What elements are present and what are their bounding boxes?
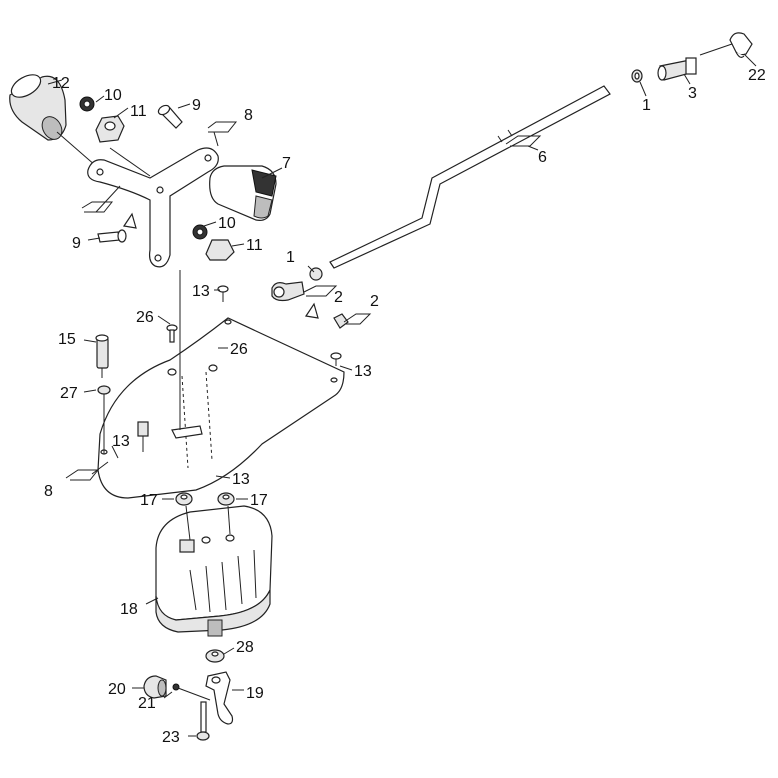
part-6-rod — [329, 85, 611, 269]
part-27-washer — [97, 385, 111, 454]
part-1-nut-upper — [631, 69, 643, 83]
part-19-bracket — [205, 671, 234, 725]
callout-2-upper: 2 — [334, 289, 343, 306]
callout-12: 12 — [52, 75, 70, 92]
part-23-screw — [196, 701, 210, 741]
callout-11-lower: 11 — [246, 237, 263, 254]
callout-21: 21 — [138, 695, 156, 712]
part-2-ball-joint — [271, 281, 349, 329]
callout-19: 19 — [246, 685, 264, 702]
part-22-pin — [699, 32, 753, 58]
callout-23: 23 — [162, 729, 180, 746]
part-3-clevis — [657, 57, 697, 81]
part-17-nut-right — [217, 492, 235, 506]
part-7-pedal-pad — [209, 165, 277, 221]
callout-15: 15 — [58, 331, 76, 348]
part-13-screw-top — [217, 285, 229, 302]
part-9-bolt-lower — [97, 229, 127, 243]
callout-10-lower: 10 — [218, 215, 236, 232]
part-21-spring — [172, 683, 211, 701]
callout-2-lower: 2 — [370, 293, 379, 310]
callout-20: 20 — [108, 681, 126, 698]
callout-1-upper: 1 — [642, 97, 651, 114]
callout-22: 22 — [748, 67, 766, 84]
callout-7: 7 — [282, 155, 291, 172]
part-13-screw-right — [330, 352, 342, 366]
part-15-stud — [95, 334, 109, 378]
callout-17-right: 17 — [250, 492, 268, 509]
triangle-marker — [304, 302, 319, 319]
callout-26-left: 26 — [136, 309, 154, 326]
part-11-block-lower — [205, 239, 235, 261]
callout-17-left: 17 — [140, 492, 158, 509]
part-11-block-upper — [95, 115, 125, 143]
callout-18: 18 — [120, 601, 138, 618]
callout-8-lower: 8 — [44, 483, 53, 500]
callout-10-upper: 10 — [104, 87, 122, 104]
callout-9-upper: 9 — [192, 97, 201, 114]
callout-26-right: 26 — [230, 341, 248, 358]
part-9-bolt-upper — [157, 104, 183, 129]
callout-8-upper: 8 — [244, 107, 253, 124]
part-26-screw-left — [166, 324, 178, 343]
leader-lines — [47, 53, 757, 737]
callout-13-left: 13 — [112, 433, 130, 450]
part-20-knob — [143, 675, 167, 699]
part-17-nut-left — [175, 492, 193, 506]
callout-13-right: 13 — [354, 363, 372, 380]
part-18-motor-housing — [155, 505, 273, 637]
callout-labels: 12 10 11 9 8 7 10 11 9 1 3 22 6 1 2 2 13… — [44, 67, 766, 746]
callout-11-upper: 11 — [130, 103, 147, 120]
part-12-handle-grip — [9, 74, 97, 167]
callout-13-top: 13 — [192, 283, 210, 300]
callout-27: 27 — [60, 385, 78, 402]
base-plate — [97, 270, 345, 499]
callout-3: 3 — [688, 85, 697, 102]
triangle-marker — [122, 212, 137, 229]
callout-1-lower: 1 — [286, 249, 295, 266]
part-10-nut-lower — [192, 224, 208, 240]
callout-13-cluster: 13 — [232, 471, 250, 488]
part-28-washer — [205, 649, 225, 663]
callout-6: 6 — [538, 149, 547, 166]
callout-28: 28 — [236, 639, 254, 656]
callout-9-lower: 9 — [72, 235, 81, 252]
part-10-nut-upper — [79, 96, 95, 112]
lever-arm — [87, 147, 219, 268]
